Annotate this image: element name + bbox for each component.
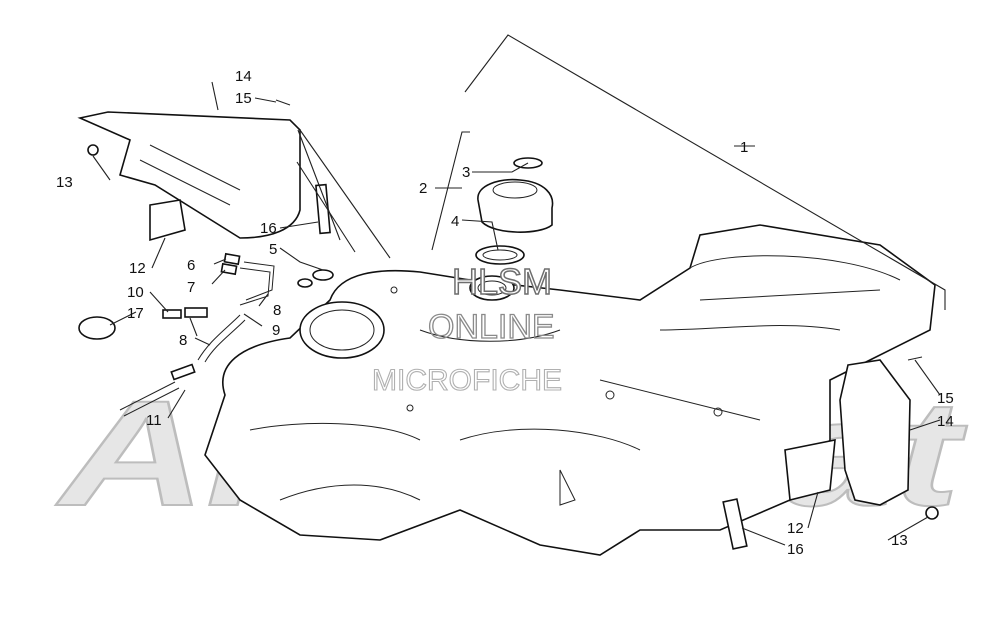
site-watermark-line3: MICROFICHE (372, 364, 562, 397)
hoses-fittings (78, 252, 334, 417)
callout-13-right: 13 (891, 532, 908, 549)
callout-2: 2 (419, 180, 427, 197)
callout-3: 3 (462, 164, 470, 181)
callout-4: 4 (451, 213, 459, 230)
fuel-cap (475, 157, 554, 265)
callout-5: 5 (269, 241, 277, 258)
leader-lines (92, 34, 946, 546)
callout-12-right: 12 (787, 520, 804, 537)
callout-8-upper: 8 (273, 302, 281, 319)
callout-11: 11 (146, 412, 162, 429)
callouts: 1 2 3 4 5 6 7 8 8 9 10 11 12 12 13 13 14… (56, 68, 954, 558)
callout-1: 1 (740, 139, 748, 156)
callout-12-left: 12 (129, 260, 146, 277)
callout-15-right: 15 (937, 390, 954, 407)
fuel-tank (204, 224, 936, 556)
callout-7: 7 (187, 279, 195, 296)
callout-17: 17 (127, 305, 144, 322)
callout-14-right: 14 (937, 413, 954, 430)
callout-14-left: 14 (235, 68, 252, 85)
callout-6: 6 (187, 257, 195, 274)
left-side-panel (77, 99, 331, 242)
callout-13-left: 13 (56, 174, 73, 191)
site-watermark: HLSM ONLINE MICROFICHE (371, 260, 562, 397)
right-side-panel (722, 356, 939, 550)
callout-9: 9 (272, 322, 280, 339)
callout-16-left: 16 (260, 220, 277, 237)
callout-8-lower: 8 (179, 332, 187, 349)
callout-10: 10 (127, 284, 144, 301)
site-watermark-line2: ONLINE (428, 308, 555, 346)
callout-16-right: 16 (787, 541, 804, 558)
site-watermark-line1: HLSM (452, 261, 552, 302)
callout-15-left: 15 (235, 90, 252, 107)
